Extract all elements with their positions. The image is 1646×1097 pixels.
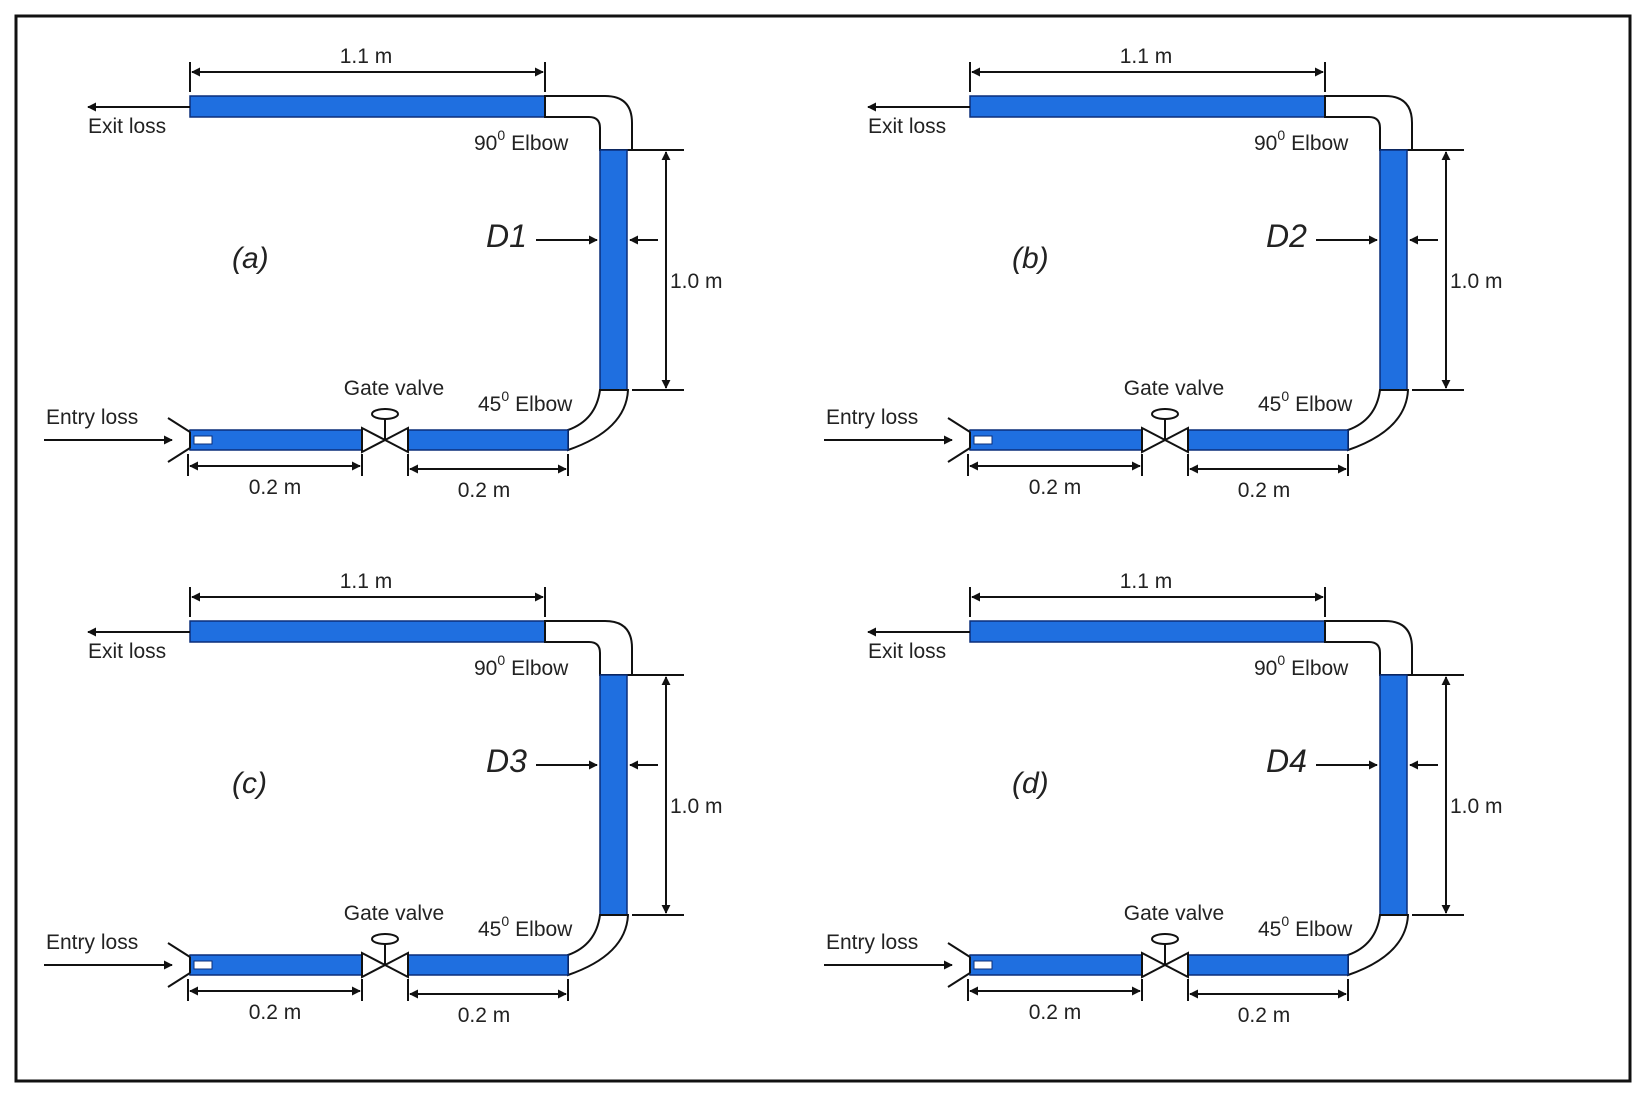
- entry-insert: [193, 435, 213, 445]
- bottom-right-pipe: [1187, 954, 1349, 976]
- bottom-left-pipe: [969, 954, 1143, 976]
- dim-top-label: 1.1 m: [340, 570, 393, 593]
- exit-loss-label: Exit loss: [88, 115, 166, 138]
- dim-bottom-right-label: 0.2 m: [458, 479, 511, 502]
- dim-top-label: 1.1 m: [1120, 570, 1173, 593]
- entry-nozzle: [947, 417, 971, 463]
- gate-valve-handwheel: [371, 408, 399, 420]
- diameter-label: D3: [486, 743, 527, 779]
- exit-loss-label: Exit loss: [88, 640, 166, 663]
- diameter-label: D1: [486, 218, 527, 254]
- entry-insert: [193, 960, 213, 970]
- dim-bottom-right-label: 0.2 m: [458, 1004, 511, 1027]
- panel-label: (a): [232, 242, 269, 275]
- diameter-label: D2: [1266, 218, 1307, 254]
- top-pipe: [189, 95, 546, 118]
- top-pipe: [969, 95, 1326, 118]
- entry-nozzle: [947, 942, 971, 988]
- gate-valve-handwheel: [371, 933, 399, 945]
- dim-vert-label: 1.0 m: [670, 270, 723, 293]
- dim-vert-label: 1.0 m: [670, 795, 723, 818]
- bottom-left-pipe: [189, 429, 363, 451]
- bottom-right-pipe: [407, 429, 569, 451]
- bottom-left-pipe: [189, 954, 363, 976]
- entry-nozzle: [167, 942, 191, 988]
- entry-insert: [973, 435, 993, 445]
- entry-nozzle: [167, 417, 191, 463]
- dim-top-label: 1.1 m: [1120, 45, 1173, 68]
- exit-loss-label: Exit loss: [868, 115, 946, 138]
- dim-bottom-left-label: 0.2 m: [249, 476, 302, 499]
- dim-bottom-left-label: 0.2 m: [1029, 476, 1082, 499]
- dim-bottom-right-label: 0.2 m: [1238, 1004, 1291, 1027]
- vertical-pipe: [599, 149, 628, 391]
- panel-label: (d): [1012, 767, 1049, 800]
- gate-valve-label: Gate valve: [1124, 902, 1224, 925]
- panel-label: (b): [1012, 242, 1049, 275]
- gate-valve-label: Gate valve: [344, 377, 444, 400]
- gate-valve-label: Gate valve: [1124, 377, 1224, 400]
- diameter-label: D4: [1266, 743, 1307, 779]
- gate-valve-label: Gate valve: [344, 902, 444, 925]
- dim-vert-label: 1.0 m: [1450, 270, 1503, 293]
- vertical-pipe: [1379, 674, 1408, 916]
- exit-loss-label: Exit loss: [868, 640, 946, 663]
- bottom-right-pipe: [407, 954, 569, 976]
- dim-bottom-left-label: 0.2 m: [1029, 1001, 1082, 1024]
- entry-loss-label: Entry loss: [46, 406, 138, 429]
- dim-bottom-left-label: 0.2 m: [249, 1001, 302, 1024]
- dim-top-label: 1.1 m: [340, 45, 393, 68]
- gate-valve-handwheel: [1151, 933, 1179, 945]
- entry-loss-label: Entry loss: [826, 406, 918, 429]
- vertical-pipe: [599, 674, 628, 916]
- bottom-right-pipe: [1187, 429, 1349, 451]
- panel-label: (c): [232, 767, 267, 800]
- dim-bottom-right-label: 0.2 m: [1238, 479, 1291, 502]
- top-pipe: [189, 620, 546, 643]
- vertical-pipe: [1379, 149, 1408, 391]
- bottom-left-pipe: [969, 429, 1143, 451]
- dim-vert-label: 1.0 m: [1450, 795, 1503, 818]
- entry-loss-label: Entry loss: [826, 931, 918, 954]
- top-pipe: [969, 620, 1326, 643]
- gate-valve-handwheel: [1151, 408, 1179, 420]
- figure-frame: [14, 14, 1632, 1083]
- entry-insert: [973, 960, 993, 970]
- entry-loss-label: Entry loss: [46, 931, 138, 954]
